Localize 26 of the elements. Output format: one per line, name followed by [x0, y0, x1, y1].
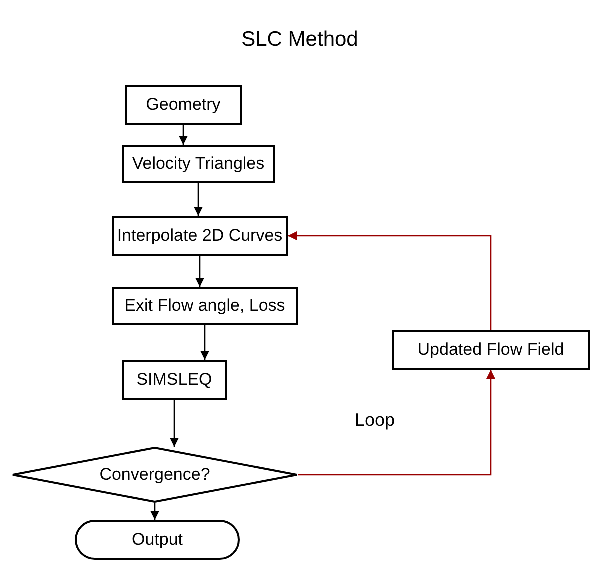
node-label: Interpolate 2D Curves — [117, 226, 283, 246]
arrow — [288, 231, 492, 330]
node-label: Updated Flow Field — [418, 340, 564, 360]
process-box — [112, 216, 288, 256]
node-label: Convergence? — [100, 465, 210, 485]
process-box — [122, 360, 227, 400]
arrow — [200, 325, 210, 360]
process-box — [112, 287, 298, 325]
node-label: Geometry — [146, 95, 221, 115]
diagram-title: SLC Method — [240, 28, 360, 52]
arrow — [298, 370, 496, 476]
node-label: Exit Flow angle, Loss — [124, 296, 286, 316]
node-label: Velocity Triangles — [132, 154, 265, 174]
node-label: SIMSLEQ — [136, 370, 212, 390]
process-box — [392, 330, 590, 370]
arrow — [194, 183, 204, 216]
node-label: Output — [132, 530, 184, 550]
process-box — [125, 85, 242, 125]
arrow — [150, 503, 160, 520]
arrow — [178, 125, 188, 145]
terminal-shape — [75, 520, 240, 560]
process-box — [122, 145, 275, 183]
decision-diamond — [12, 447, 298, 503]
arrow — [170, 400, 180, 447]
arrow — [195, 256, 205, 287]
loop-label: Loop — [355, 410, 396, 431]
